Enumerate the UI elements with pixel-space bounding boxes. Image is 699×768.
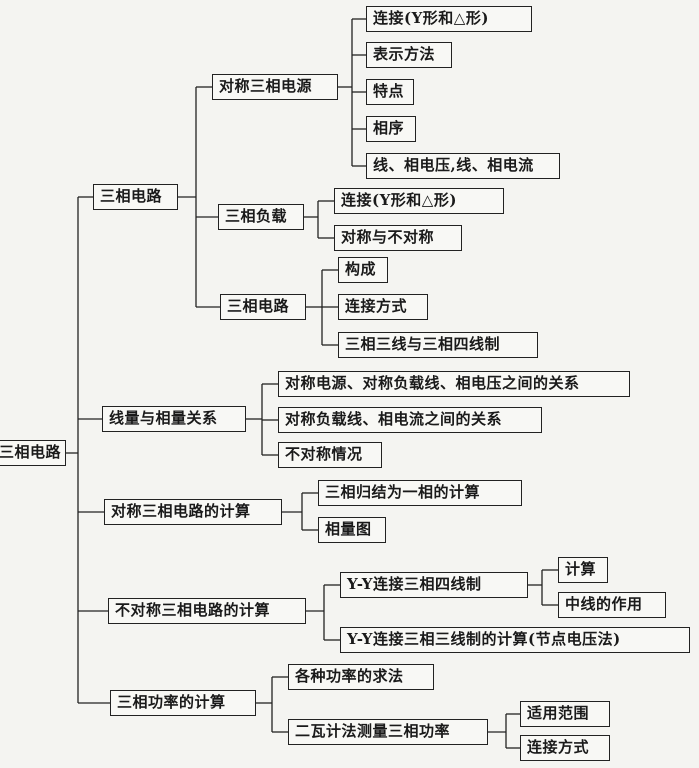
node-load-connection: 连接(Y形和△形) [334, 188, 504, 214]
node-neutral-role: 中线的作用 [558, 592, 666, 618]
node-phase-sequence: 相序 [366, 116, 416, 142]
node-connection-method: 连接方式 [338, 294, 428, 320]
node-three-four-wire: 三相三线与三相四线制 [338, 332, 538, 358]
node-symmetric-source: 对称三相电源 [212, 74, 338, 100]
node-symmetric-asymmetric: 对称与不对称 [334, 225, 462, 251]
node-applicable-range: 适用范围 [520, 701, 610, 727]
node-phasor-diagram: 相量图 [318, 517, 386, 543]
node-composition: 构成 [338, 257, 388, 283]
node-power-methods: 各种功率的求法 [288, 664, 434, 690]
node-wattmeter-connection: 连接方式 [520, 735, 610, 761]
node-root: 三相电路 [0, 440, 66, 466]
node-asymmetric-calc: 不对称三相电路的计算 [108, 598, 306, 624]
node-three-phase-load: 三相负载 [218, 204, 304, 230]
node-two-wattmeter: 二瓦计法测量三相功率 [288, 719, 488, 745]
node-source-load-voltage-relation: 对称电源、对称负载线、相电压之间的关系 [278, 371, 630, 397]
node-three-phase-circuit-sub: 三相电路 [220, 294, 306, 320]
node-yy-three-wire: Y-Y连接三相三线制的计算(节点电压法) [340, 627, 690, 653]
node-symmetric-calc: 对称三相电路的计算 [104, 499, 282, 525]
node-three-phase-circuit: 三相电路 [93, 184, 178, 210]
node-source-connection: 连接(Y形和△形) [366, 6, 532, 32]
node-reduce-to-single-phase: 三相归结为一相的计算 [318, 480, 522, 506]
node-power-calc: 三相功率的计算 [110, 690, 256, 716]
node-yy-four-wire: Y-Y连接三相四线制 [340, 572, 528, 598]
node-load-current-relation: 对称负载线、相电流之间的关系 [278, 407, 542, 433]
node-line-phase-relation: 线量与相量关系 [102, 406, 246, 432]
node-representation: 表示方法 [366, 42, 452, 68]
node-asymmetric-case: 不对称情况 [278, 442, 382, 468]
node-calculation: 计算 [558, 557, 608, 583]
node-line-phase-voltage-current: 线、相电压,线、相电流 [366, 153, 560, 179]
node-characteristics: 特点 [366, 79, 414, 105]
